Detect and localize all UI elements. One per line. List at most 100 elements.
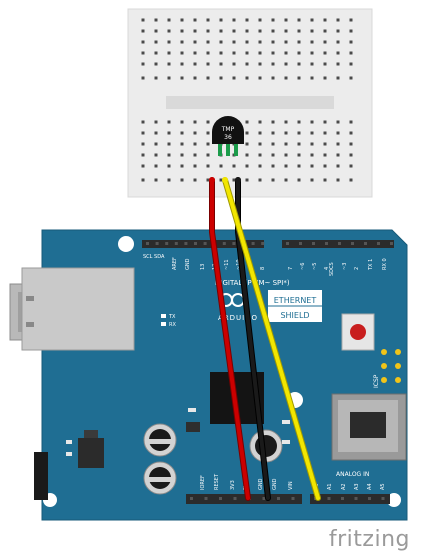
header-pin <box>184 242 188 245</box>
breadboard-hole <box>167 18 171 22</box>
rx-led <box>161 322 166 326</box>
breadboard-hole <box>310 51 314 55</box>
breadboard-hole <box>141 153 145 157</box>
breadboard-hole <box>297 142 301 146</box>
mounting-hole <box>387 493 401 507</box>
breadboard-hole <box>219 29 223 33</box>
breadboard-hole <box>310 76 314 80</box>
sensor-leg <box>226 140 230 156</box>
breadboard-hole <box>271 153 275 157</box>
breadboard-hole <box>284 142 288 146</box>
breadboard-hole <box>167 164 171 168</box>
breadboard-hole <box>258 164 262 168</box>
ethernet-jack <box>9 267 135 351</box>
breadboard-hole <box>336 178 340 182</box>
breadboard-hole <box>323 178 327 182</box>
breadboard-hole <box>349 153 353 157</box>
breadboard-hole <box>271 142 275 146</box>
breadboard-hole <box>180 153 184 157</box>
header-pin <box>174 242 178 245</box>
red-wire[interactable] <box>210 178 250 500</box>
breadboard-hole <box>258 29 262 33</box>
digital-pin-label: ~6 <box>300 263 306 270</box>
breadboard-hole <box>271 164 275 168</box>
rx-label: RX <box>169 322 176 328</box>
breadboard-hole <box>323 131 327 135</box>
breadboard-hole <box>297 40 301 44</box>
breadboard-hole <box>141 142 145 146</box>
breadboard-hole <box>206 120 210 124</box>
small-chip <box>186 422 200 432</box>
breadboard-hole <box>336 131 340 135</box>
breadboard-hole <box>167 142 171 146</box>
breadboard-hole <box>336 29 340 33</box>
analog-header <box>310 494 390 504</box>
breadboard-hole <box>284 18 288 22</box>
breadboard-hole <box>167 29 171 33</box>
brand-label: ARDUINO <box>218 314 258 322</box>
breadboard-hole <box>154 178 158 182</box>
breadboard-hole <box>206 76 210 80</box>
breadboard-hole <box>245 164 249 168</box>
breadboard-hole <box>167 62 171 66</box>
digital-pin-label: RX 0 <box>382 258 388 270</box>
header-pin <box>341 497 344 500</box>
voltage-regulator <box>78 430 104 468</box>
breadboard-hole <box>141 178 145 182</box>
breadboard-hole <box>167 51 171 55</box>
analog-caption: ANALOG IN <box>336 471 369 478</box>
breadboard-hole <box>232 29 236 33</box>
digital-pin-label: ~5 <box>312 263 318 270</box>
breadboard-hole <box>323 164 327 168</box>
breadboard-hole <box>271 29 275 33</box>
breadboard-hole <box>245 18 249 22</box>
breadboard-hole <box>180 51 184 55</box>
analog-pin-label: A5 <box>380 483 386 490</box>
breadboard-hole <box>258 142 262 146</box>
header-pin <box>155 242 159 245</box>
header-pin <box>203 242 207 245</box>
breadboard-hole <box>219 164 223 168</box>
breadboard-hole <box>180 142 184 146</box>
breadboard-hole <box>271 51 275 55</box>
breadboard-hole <box>219 62 223 66</box>
breadboard-hole <box>310 131 314 135</box>
header-pin <box>219 497 222 500</box>
breadboard-hole <box>193 178 197 182</box>
scl-sda-label: SCL SDA <box>143 254 165 260</box>
breadboard-hole <box>141 76 145 80</box>
breadboard-hole <box>297 178 301 182</box>
digital-pin-label: 2 <box>354 267 360 270</box>
yellow-wire[interactable] <box>223 178 320 500</box>
power-pin-label: RESET <box>214 473 220 490</box>
breadboard-hole <box>310 40 314 44</box>
reset-button[interactable] <box>341 313 375 351</box>
breadboard-hole <box>206 164 210 168</box>
breadboard-hole <box>232 40 236 44</box>
breadboard-hole <box>284 120 288 124</box>
breadboard-hole <box>245 40 249 44</box>
header-pin <box>354 497 358 500</box>
breadboard-hole <box>310 153 314 157</box>
breadboard <box>127 8 373 198</box>
breadboard-hole <box>232 51 236 55</box>
breadboard-hole <box>349 76 353 80</box>
smd-component <box>66 440 72 444</box>
breadboard-hole <box>206 131 210 135</box>
breadboard-hole <box>271 120 275 124</box>
breadboard-holes <box>141 18 353 182</box>
header-pin <box>222 242 226 245</box>
breadboard-hole <box>219 76 223 80</box>
breadboard-hole <box>323 142 327 146</box>
breadboard-hole <box>284 29 288 33</box>
breadboard-hole <box>180 120 184 124</box>
breadboard-hole <box>284 131 288 135</box>
breadboard-hole <box>193 142 197 146</box>
tx-label: TX <box>168 314 176 320</box>
breadboard-hole <box>245 76 249 80</box>
sensor-leg <box>218 140 222 156</box>
shield-title-2: SHIELD <box>280 311 309 320</box>
wire-end <box>209 177 215 183</box>
breadboard-hole <box>232 76 236 80</box>
breadboard-hole <box>180 131 184 135</box>
